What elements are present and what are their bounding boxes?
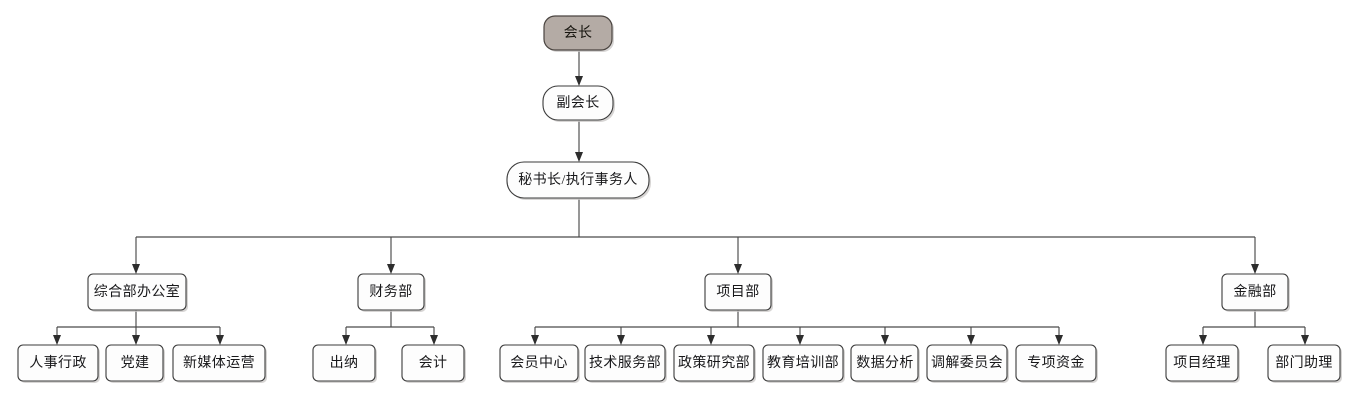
leaf-project-1[interactable]: 技术服务部: [584, 344, 667, 383]
node-dept-project[interactable]: 项目部: [704, 273, 773, 312]
leaf-finance-1-box[interactable]: [401, 344, 465, 382]
leaf-project-5[interactable]: 调解委员会: [926, 344, 1009, 383]
node-dept-finance-label: 财务部: [369, 284, 412, 300]
node-secretary-box[interactable]: [506, 161, 650, 199]
arrow-project-to-leaf-2: [707, 335, 715, 345]
leaf-project-0-box[interactable]: [499, 344, 579, 382]
node-dept-fund[interactable]: 金融部: [1221, 273, 1290, 312]
leaf-fund-1[interactable]: 部门助理: [1267, 344, 1342, 383]
leaf-finance-0-box[interactable]: [312, 344, 376, 382]
node-vice-box[interactable]: [542, 85, 614, 121]
arrow-bus-to-dept-finance: [387, 264, 395, 274]
node-dept-admin-box[interactable]: [87, 273, 187, 311]
arrow-project-to-leaf-1: [617, 335, 625, 345]
node-dept-admin-label: 综合部办公室: [94, 283, 180, 300]
node-dept-finance[interactable]: 财务部: [357, 273, 426, 312]
leaf-project-6-box[interactable]: [1015, 344, 1097, 382]
leaf-finance-0[interactable]: 出纳: [312, 344, 377, 383]
leaf-admin-0[interactable]: 人事行政: [17, 344, 100, 383]
leaf-finance-1[interactable]: 会计: [401, 344, 466, 383]
leaf-finance-0-label: 出纳: [330, 355, 359, 371]
node-vice-label: 副会长: [556, 95, 599, 111]
leaf-project-6-label: 专项资金: [1027, 355, 1085, 371]
leaf-fund-0-label: 项目经理: [1173, 355, 1231, 371]
arrow-project-to-leaf-5: [967, 335, 975, 345]
leaf-project-4-label: 数据分析: [856, 355, 914, 371]
arrow-bus-to-dept-fund: [1251, 264, 1259, 274]
leaf-project-1-box[interactable]: [584, 344, 666, 382]
arrow-finance-to-leaf-0: [342, 335, 350, 345]
arrow-admin-to-leaf-0: [53, 335, 61, 345]
leaf-project-5-box[interactable]: [926, 344, 1008, 382]
arrow-project-to-leaf-6: [1055, 335, 1063, 345]
leaf-fund-1-box[interactable]: [1267, 344, 1341, 382]
leaf-project-0-label: 会员中心: [510, 355, 568, 371]
leaf-project-2-label: 政策研究部: [678, 354, 750, 371]
arrow-project-to-leaf-0: [531, 335, 539, 345]
leaf-fund-0-box[interactable]: [1165, 344, 1239, 382]
leaf-project-2-box[interactable]: [673, 344, 755, 382]
arrow-bus-to-dept-admin: [132, 264, 140, 274]
arrow-fund-to-leaf-0: [1199, 335, 1207, 345]
leaf-admin-1-box[interactable]: [105, 344, 164, 382]
connector-group: [53, 51, 1309, 345]
arrow-admin-to-leaf-2: [216, 335, 224, 345]
node-secretary[interactable]: 秘书长/执行事务人: [506, 161, 651, 200]
arrow-bus-to-dept-project: [734, 264, 742, 274]
node-dept-fund-box[interactable]: [1221, 273, 1289, 311]
arrow-project-to-leaf-4: [881, 335, 889, 345]
node-dept-project-label: 项目部: [716, 284, 759, 300]
leaf-project-4-box[interactable]: [850, 344, 919, 382]
arrow-project-to-leaf-3: [796, 335, 804, 345]
leaf-admin-0-label: 人事行政: [29, 355, 87, 371]
leaf-project-5-label: 调解委员会: [931, 355, 1003, 371]
leaf-project-6[interactable]: 专项资金: [1015, 344, 1098, 383]
node-dept-finance-box[interactable]: [357, 273, 425, 311]
leaf-project-2[interactable]: 政策研究部: [673, 344, 756, 383]
leaf-project-3[interactable]: 教育培训部: [762, 344, 845, 383]
leaf-project-4[interactable]: 数据分析: [850, 344, 920, 383]
node-root-label: 会长: [564, 25, 593, 41]
node-dept-fund-label: 金融部: [1233, 284, 1276, 300]
leaf-admin-2-label: 新媒体运营: [183, 355, 255, 371]
node-dept-admin[interactable]: 综合部办公室: [87, 273, 188, 312]
leaf-project-3-box[interactable]: [762, 344, 844, 382]
node-secretary-label: 秘书长/执行事务人: [518, 172, 638, 188]
node-dept-project-box[interactable]: [704, 273, 772, 311]
leaf-admin-0-box[interactable]: [17, 344, 99, 382]
node-root-box[interactable]: [543, 15, 613, 51]
node-root[interactable]: 会长: [543, 15, 614, 52]
leaf-project-3-label: 教育培训部: [767, 355, 839, 371]
leaf-fund-1-label: 部门助理: [1275, 355, 1333, 371]
arrow-fund-to-leaf-1: [1301, 335, 1309, 345]
leaf-finance-1-label: 会计: [419, 355, 448, 371]
leaf-admin-1-label: 党建: [121, 355, 150, 371]
leaf-admin-2-box[interactable]: [172, 344, 266, 382]
leaf-project-1-label: 技术服务部: [589, 355, 661, 371]
leaf-admin-2[interactable]: 新媒体运营: [172, 344, 267, 383]
leaf-admin-1[interactable]: 党建: [105, 344, 165, 383]
leaf-fund-0[interactable]: 项目经理: [1165, 344, 1240, 383]
leaf-project-0[interactable]: 会员中心: [499, 344, 580, 383]
arrow-root-to-vice: [575, 76, 583, 86]
node-vice[interactable]: 副会长: [542, 85, 615, 122]
arrow-admin-to-leaf-1: [132, 335, 140, 345]
arrow-finance-to-leaf-1: [430, 335, 438, 345]
arrow-vice-to-secretary: [575, 152, 583, 162]
